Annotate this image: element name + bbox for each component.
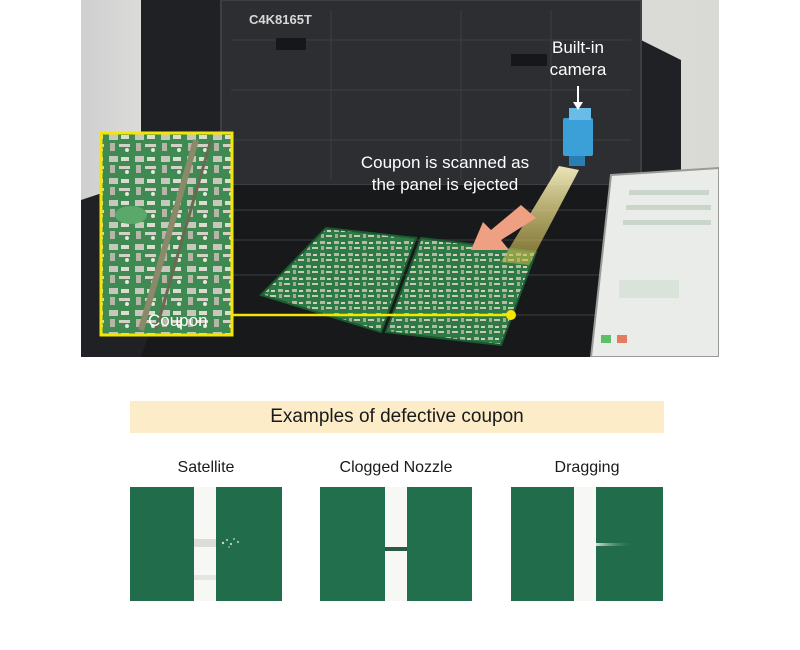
example-label-clogged-nozzle: Clogged Nozzle bbox=[339, 459, 453, 476]
scan-beam bbox=[501, 166, 579, 265]
example-label-dragging: Dragging bbox=[554, 459, 620, 476]
camera-icon bbox=[563, 108, 593, 166]
coupon-scanning-photo: C4K8165T bbox=[81, 0, 719, 357]
machine-label: C4K8165T bbox=[249, 12, 312, 27]
coupon-label: Coupon bbox=[148, 311, 208, 330]
coupon-zoom-inset bbox=[99, 131, 234, 337]
example-label-satellite: Satellite bbox=[177, 459, 235, 476]
examples-title: Examples of defective coupon bbox=[270, 406, 524, 427]
coupon-marker-dot bbox=[506, 310, 516, 320]
pcb-panel-left bbox=[259, 226, 418, 334]
scan-annotation: Coupon is scanned as the panel is ejecte… bbox=[360, 153, 530, 194]
pcb-panel-right bbox=[384, 236, 538, 347]
camera-annotation: Built-in camera bbox=[549, 38, 607, 79]
defect-image-dragging bbox=[511, 487, 663, 601]
defect-image-clogged-nozzle bbox=[320, 487, 472, 601]
examples-title-banner: Examples of defective coupon bbox=[130, 401, 664, 433]
defect-image-satellite bbox=[130, 487, 282, 601]
eject-direction-arrow bbox=[471, 205, 536, 250]
